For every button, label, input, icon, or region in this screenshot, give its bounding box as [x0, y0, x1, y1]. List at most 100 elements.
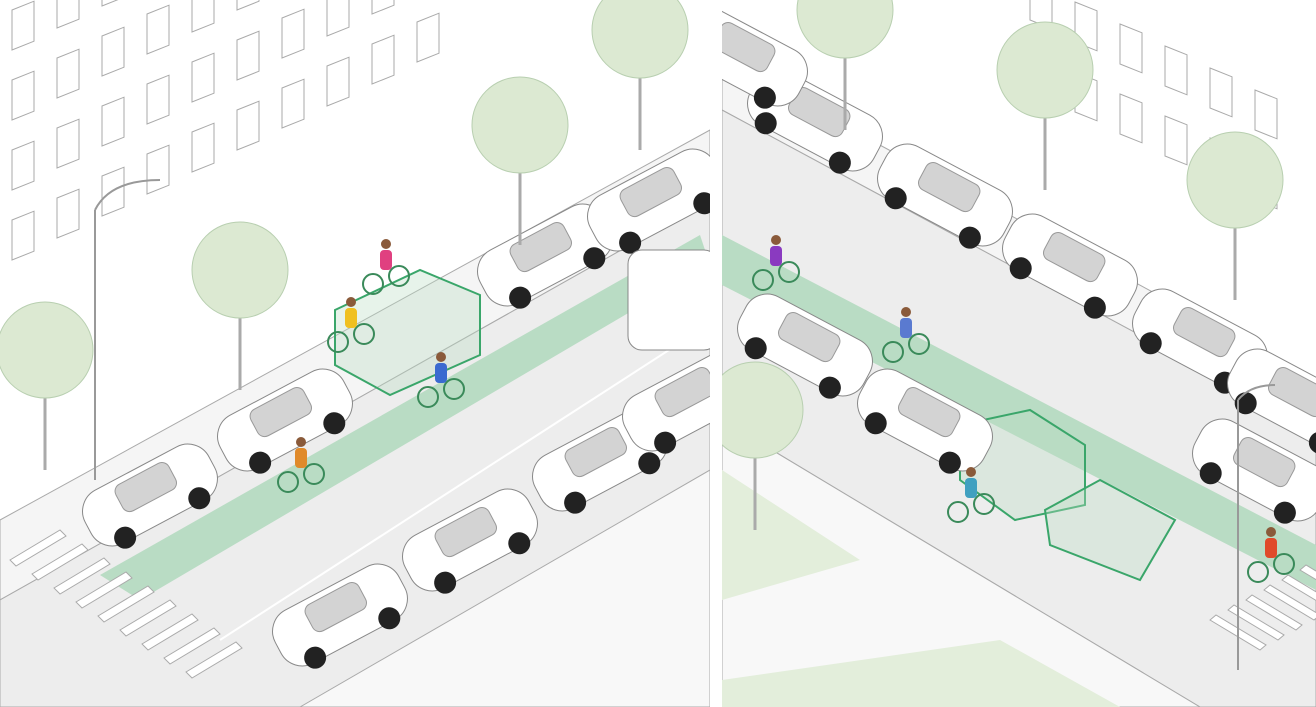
tree-canopy	[0, 301, 94, 399]
window	[191, 52, 215, 103]
car-window	[918, 162, 981, 213]
car-wheel	[378, 607, 401, 630]
window	[1119, 23, 1143, 74]
car-window	[778, 312, 841, 363]
car-wheel	[508, 532, 531, 555]
parked-car	[1002, 213, 1138, 319]
crosswalk-stripe	[141, 613, 199, 651]
cyclist	[277, 437, 325, 493]
window	[1074, 1, 1098, 52]
parked-car	[402, 488, 538, 594]
bike-wheel	[908, 333, 930, 355]
cyclist	[327, 297, 375, 353]
crosswalk-stripe	[163, 627, 221, 665]
window	[281, 78, 305, 129]
window	[416, 12, 440, 63]
rider-head	[436, 352, 446, 362]
parked-car	[1192, 418, 1316, 524]
crosswalk-stripe	[75, 571, 133, 609]
car-window	[1043, 232, 1106, 283]
crosswalk-stripe	[31, 543, 89, 581]
window	[326, 0, 350, 37]
window	[11, 140, 35, 191]
tree-canopy	[191, 221, 289, 319]
plaza-sidewalk	[722, 419, 1201, 707]
window	[11, 70, 35, 121]
car-wheel	[638, 452, 661, 475]
window	[191, 0, 215, 33]
rider-head	[1266, 527, 1276, 537]
lane-line	[219, 329, 701, 641]
bike-locker	[1043, 478, 1177, 582]
parked-car	[587, 148, 710, 254]
bike-wheel	[353, 323, 375, 345]
window	[101, 166, 125, 217]
bike-wheel	[443, 378, 465, 400]
car-wheel	[564, 491, 587, 514]
rider-body	[380, 250, 392, 270]
car-window	[619, 167, 682, 218]
car-window	[1268, 367, 1316, 418]
crosswalk-stripe	[1263, 584, 1316, 621]
bike-wheel	[778, 261, 800, 283]
tree-canopy	[1186, 131, 1284, 229]
car-wheel	[188, 487, 211, 510]
street-lamp-arm	[94, 179, 161, 211]
car-window	[249, 387, 312, 438]
crosswalk-stripe	[185, 641, 243, 679]
tree-canopy	[722, 361, 804, 459]
car-window	[564, 427, 627, 478]
window	[236, 100, 260, 151]
window	[326, 56, 350, 107]
parked-car	[877, 143, 1013, 249]
crosswalk-stripe	[1299, 564, 1316, 581]
window	[56, 118, 80, 169]
rider-body	[770, 246, 782, 266]
rider-head	[771, 235, 781, 245]
crosswalk-stripe	[1281, 574, 1316, 601]
car-wheel	[434, 571, 457, 594]
car-wheel	[864, 412, 887, 435]
window	[146, 74, 170, 125]
grass-area	[722, 640, 1120, 707]
street-lamp-arm	[1237, 384, 1276, 401]
crosswalk	[1209, 564, 1316, 651]
window	[1209, 67, 1233, 118]
crosswalk-stripe	[53, 557, 111, 595]
car-window	[654, 367, 710, 418]
window	[1254, 89, 1278, 140]
car-wheel	[509, 286, 532, 309]
bike-wheel	[1247, 561, 1269, 583]
car-wheel	[753, 86, 776, 109]
cyclist	[417, 352, 465, 408]
car-window	[114, 462, 177, 513]
bike-wheel	[327, 331, 349, 353]
cyclist	[947, 467, 995, 523]
tree-canopy	[471, 76, 569, 174]
car-window	[898, 387, 961, 438]
rider-body	[435, 363, 447, 383]
car-wheel	[1273, 501, 1296, 524]
bike-wheel	[277, 471, 299, 493]
window	[236, 0, 260, 11]
car-wheel	[583, 247, 606, 270]
bike-wheel	[1273, 553, 1295, 575]
parked-car	[477, 203, 613, 309]
left-panel	[0, 0, 710, 707]
parked-car	[857, 368, 993, 474]
window	[11, 210, 35, 261]
window	[191, 122, 215, 173]
tree-canopy	[996, 21, 1094, 119]
window	[101, 26, 125, 77]
window	[56, 48, 80, 99]
car-wheel	[1308, 431, 1316, 454]
cyclist	[882, 307, 930, 363]
car-window	[722, 22, 776, 73]
car-wheel	[1009, 257, 1032, 280]
rider-head	[901, 307, 911, 317]
window	[1164, 115, 1188, 166]
bike-wheel	[362, 273, 384, 295]
rider-head	[966, 467, 976, 477]
rider-body	[900, 318, 912, 338]
